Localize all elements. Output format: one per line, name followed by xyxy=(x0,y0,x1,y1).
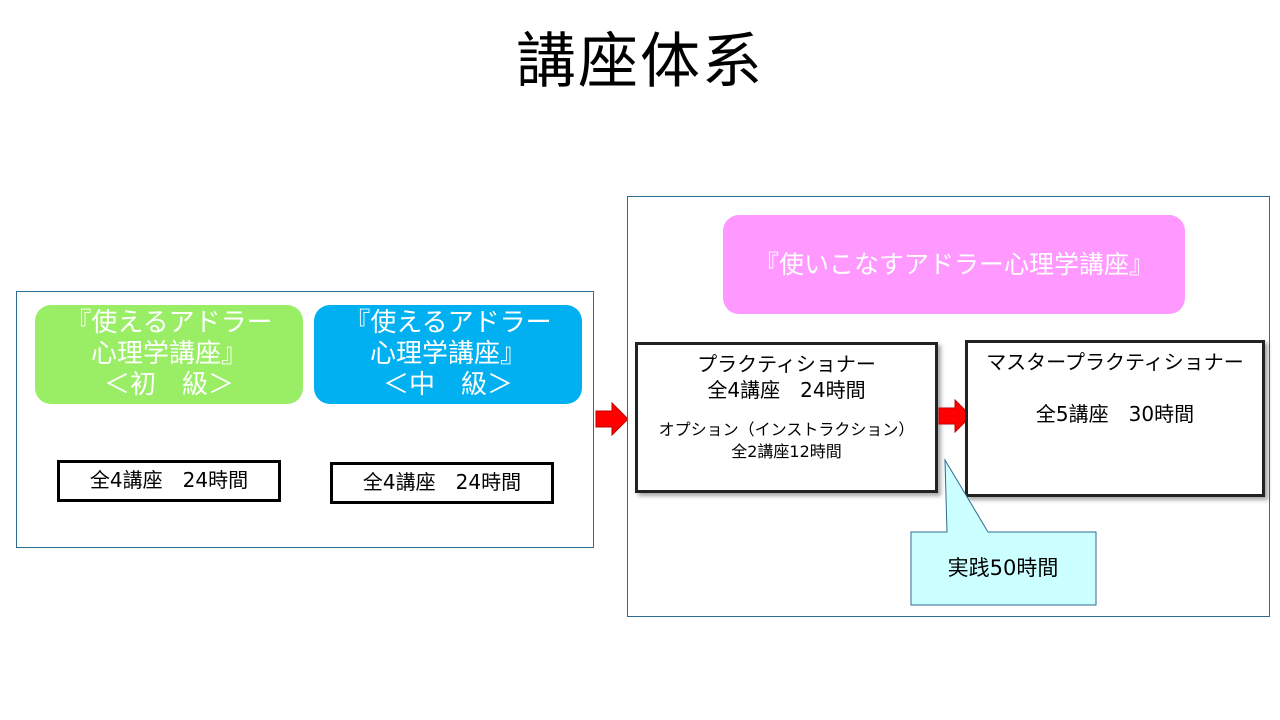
practitioner-hours: 全4講座 24時間 xyxy=(707,378,866,402)
intermediate-course-box: 『使えるアドラー 心理学講座』 ＜中 級＞ xyxy=(314,305,582,404)
practitioner-option: オプション（インストラクション） xyxy=(658,420,915,439)
intermediate-hours: 全4講座 24時間 xyxy=(330,462,554,504)
master-practitioner-name: マスタープラクティショナー xyxy=(986,350,1244,374)
arrow-right-icon xyxy=(595,402,629,436)
intermediate-course-line-2: 心理学講座』 xyxy=(369,339,526,369)
practitioner-box: プラクティショナー 全4講座 24時間 オプション（インストラクション） 全2講… xyxy=(635,342,938,493)
arrow-right-icon xyxy=(938,399,972,433)
master-practitioner-box: マスタープラクティショナー 全5講座 30時間 xyxy=(965,340,1265,497)
advanced-course-title-box: 『使いこなすアドラー心理学講座』 xyxy=(723,215,1185,314)
practitioner-name: プラクティショナー xyxy=(697,352,876,376)
practice-hours-label: 実践50時間 xyxy=(947,556,1059,580)
beginner-hours: 全4講座 24時間 xyxy=(57,460,281,502)
practice-callout-shape xyxy=(910,458,1097,606)
advanced-course-title: 『使いこなすアドラー心理学講座』 xyxy=(753,250,1154,279)
master-practitioner-hours: 全5講座 30時間 xyxy=(1035,402,1195,426)
beginner-course-line-2: 心理学講座』 xyxy=(90,339,247,369)
intermediate-course-line-1: 『使えるアドラー xyxy=(344,308,552,338)
beginner-course-line-1: 『使えるアドラー xyxy=(65,308,273,338)
page-title: 講座体系 xyxy=(516,27,764,97)
practitioner-option-hours: 全2講座12時間 xyxy=(731,442,842,461)
beginner-course-line-3: ＜初 級＞ xyxy=(103,370,234,400)
beginner-course-box: 『使えるアドラー 心理学講座』 ＜初 級＞ xyxy=(35,305,303,404)
intermediate-course-line-3: ＜中 級＞ xyxy=(382,370,513,400)
